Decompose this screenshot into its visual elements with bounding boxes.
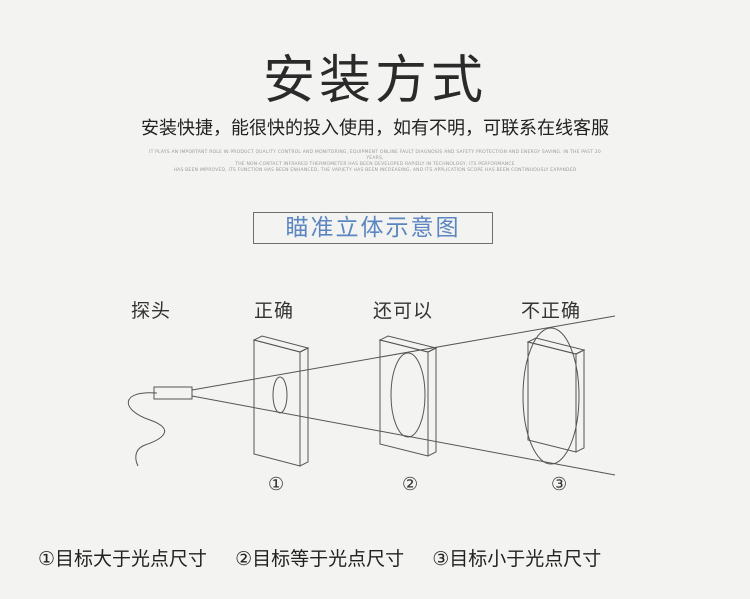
- probe-label: 探头: [131, 300, 172, 322]
- target-block-3: [522, 327, 586, 465]
- fine-print-line: THE NON-CONTACT INFRARED THERMOMETER HAS…: [235, 162, 515, 167]
- target-block-2: [378, 335, 438, 457]
- legend-item-3: ③目标小于光点尺寸: [432, 548, 602, 570]
- probe-body: [153, 386, 193, 400]
- fine-print-line: HAS BEEN IMPROVED, ITS FUNCTION HAS BEEN…: [173, 168, 577, 173]
- target-number-3: ③: [551, 474, 568, 495]
- target-label-incorrect: 不正确: [521, 300, 582, 322]
- target-label-acceptable: 还可以: [373, 300, 434, 322]
- target-number-2: ②: [402, 474, 419, 495]
- target-block-1: [252, 335, 310, 467]
- diagram-heading: 瞄准立体示意图: [253, 212, 493, 244]
- beam-upper: [191, 315, 616, 391]
- fine-print-line: IT PLAYS AN IMPORTANT ROLE IN PRODUCT QU…: [149, 150, 601, 161]
- legend-item-2: ②目标等于光点尺寸: [235, 548, 405, 570]
- target-number-1: ①: [268, 474, 285, 495]
- page-title: 安装方式: [262, 51, 487, 111]
- page-subtitle: 安装快捷，能很快的投入使用，如有不明，可联系在线客服: [141, 118, 609, 139]
- target-label-correct: 正确: [254, 300, 295, 322]
- legend: ①目标大于光点尺寸 ②目标等于光点尺寸 ③目标小于光点尺寸: [38, 544, 718, 571]
- probe-cable: [127, 392, 165, 467]
- fine-print: IT PLAYS AN IMPORTANT ROLE IN PRODUCT QU…: [140, 150, 610, 174]
- legend-item-1: ①目标大于光点尺寸: [38, 548, 208, 570]
